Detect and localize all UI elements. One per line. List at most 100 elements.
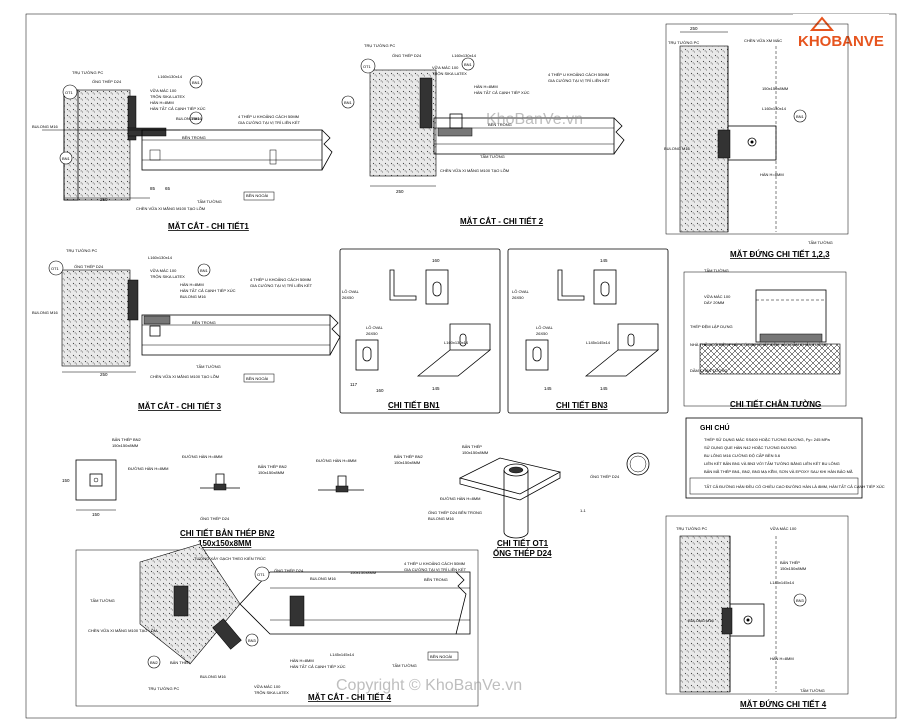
svg-text:250: 250 — [396, 189, 404, 194]
svg-text:ĐƯỜNG HÀN H=8MM: ĐƯỜNG HÀN H=8MM — [182, 454, 223, 459]
svg-text:BN1: BN1 — [192, 80, 201, 85]
svg-text:BU LÔNG M16 CƯỜNG ĐỘ CẤP BỀN 5: BU LÔNG M16 CƯỜNG ĐỘ CẤP BỀN 5.6 — [704, 453, 781, 458]
svg-text:BẢN THÉP: BẢN THÉP — [462, 444, 482, 449]
svg-text:BẢN THÉP: BẢN THÉP — [170, 660, 190, 665]
svg-text:26X50: 26X50 — [512, 295, 524, 300]
section-detail-3: OT1 BN1 TRỤ TƯỜNG PC ỐNG THÉP D24 L160x1… — [32, 248, 341, 411]
svg-text:BÊN NGOÀI: BÊN NGOÀI — [246, 376, 268, 381]
svg-text:MẶT CẮT - CHI TIẾT 2: MẶT CẮT - CHI TIẾT 2 — [460, 216, 544, 226]
wall-panel — [433, 117, 615, 155]
svg-text:CHÈN VỮA XI MĂNG M100 TẠO LÕM: CHÈN VỮA XI MĂNG M100 TẠO LÕM — [440, 168, 509, 173]
svg-text:BN3: BN3 — [248, 638, 257, 643]
svg-text:4 THÉP U KHOẢNG CÁCH 50MM: 4 THÉP U KHOẢNG CÁCH 50MM — [238, 114, 299, 119]
svg-text:26X50: 26X50 — [342, 295, 354, 300]
svg-text:65: 65 — [165, 186, 171, 191]
svg-text:HÀN TẤT CẢ CẠNH TIẾP XÚC: HÀN TẤT CẢ CẠNH TIẾP XÚC — [180, 288, 236, 293]
svg-text:ỐNG THÉP D24: ỐNG THÉP D24 — [392, 53, 422, 58]
svg-text:HÀN H=8MM: HÀN H=8MM — [760, 172, 784, 177]
svg-text:4 THÉP U KHOẢNG CÁCH 50MM: 4 THÉP U KHOẢNG CÁCH 50MM — [404, 561, 465, 566]
svg-text:GIA CƯỜNG TẠI VỊ TRÍ LIÊN KẾT: GIA CƯỜNG TẠI VỊ TRÍ LIÊN KẾT — [548, 78, 611, 83]
svg-text:CHI TIẾT OT1: CHI TIẾT OT1 — [497, 538, 549, 548]
svg-text:BN3: BN3 — [796, 598, 805, 603]
svg-text:GIA CƯỜNG TẠI VỊ TRÍ LIÊN KẾT: GIA CƯỜNG TẠI VỊ TRÍ LIÊN KẾT — [404, 567, 467, 572]
svg-text:OT1: OT1 — [51, 266, 60, 271]
svg-text:HÀN H=8MM: HÀN H=8MM — [150, 100, 174, 105]
section-detail-2: OT1 BN1 BN1 TRỤ TƯỜNG PC ỐNG THÉP D24 L1… — [341, 43, 625, 226]
svg-text:TRỘN SIKA LATEX: TRỘN SIKA LATEX — [432, 71, 467, 76]
svg-text:BẢN THÉP BN2: BẢN THÉP BN2 — [258, 464, 288, 469]
svg-text:BULONG M16: BULONG M16 — [32, 310, 59, 315]
svg-text:ĐƯỜNG HÀN H=8MM: ĐƯỜNG HÀN H=8MM — [316, 458, 357, 463]
svg-text:BULONG M16: BULONG M16 — [428, 516, 455, 521]
section-detail-4: OT1 BN2 BN3 TƯỜNG XÂY GẠCH THEO KIẾN TRÚ… — [75, 543, 479, 707]
svg-text:CHÈN VỮA XI MĂNG M100 TẠO LÕM: CHÈN VỮA XI MĂNG M100 TẠO LÕM — [136, 206, 205, 211]
svg-text:CHI TIẾT BẢN THÉP BN2: CHI TIẾT BẢN THÉP BN2 — [180, 528, 275, 538]
svg-text:85: 85 — [150, 186, 156, 191]
svg-text:150x150x8MM: 150x150x8MM — [394, 460, 420, 465]
svg-text:DẦM CHÂN TƯỜNG: DẦM CHÂN TƯỜNG — [690, 368, 728, 373]
svg-text:HÀN H=8MM: HÀN H=8MM — [290, 658, 314, 663]
svg-text:BÊN TRONG: BÊN TRONG — [424, 577, 448, 582]
svg-text:117: 117 — [350, 382, 358, 387]
svg-text:L160x130x14: L160x130x14 — [158, 74, 183, 79]
svg-text:250: 250 — [100, 197, 108, 202]
elevation-detail-4: TRỤ TƯỜNG PC VỮA MÁC 100 BẢN THÉP 150x15… — [665, 515, 849, 709]
svg-text:HÀN H=8MM: HÀN H=8MM — [474, 84, 498, 89]
svg-text:TẤM TƯỜNG: TẤM TƯỜNG — [808, 240, 833, 245]
svg-text:L160x130x14: L160x130x14 — [762, 106, 787, 111]
svg-text:CHÈN VỮA XM MÁC: CHÈN VỮA XM MÁC — [744, 38, 782, 43]
svg-text:BN1: BN1 — [796, 114, 805, 119]
svg-text:GHI CHÚ: GHI CHÚ — [700, 423, 730, 432]
svg-text:LỖ OVAL: LỖ OVAL — [512, 289, 530, 294]
svg-text:HÀN TẤT CẢ CẠNH TIẾP XÚC: HÀN TẤT CẢ CẠNH TIẾP XÚC — [150, 106, 206, 111]
svg-text:TẤM TƯỜNG: TẤM TƯỜNG — [800, 688, 825, 693]
svg-text:250: 250 — [100, 372, 108, 377]
section-detail-1: OT1 BN1 BN1 BN1 TRỤ TƯỜNG PC ỐNG THÉP D2… — [32, 70, 333, 231]
svg-text:ĐƯỜNG HÀN H=8MM: ĐƯỜNG HÀN H=8MM — [128, 466, 169, 471]
svg-text:VỮA MÁC 100: VỮA MÁC 100 — [150, 268, 177, 273]
svg-text:TRỘN SIKA LATEX: TRỘN SIKA LATEX — [150, 274, 185, 279]
corner-column — [139, 543, 241, 665]
svg-text:VỮA MÁC 100: VỮA MÁC 100 — [432, 65, 459, 70]
detail-wall-foot: TẤM TƯỜNG VỮA MÁC 100 DÀY 20MM THÉP ĐỆM … — [683, 268, 847, 409]
svg-text:BẢN THÉP BN2: BẢN THÉP BN2 — [394, 454, 424, 459]
svg-text:VỮA MÁC 100: VỮA MÁC 100 — [254, 684, 281, 689]
svg-text:150x150x8MM: 150x150x8MM — [198, 539, 252, 548]
svg-text:THÉP SỬ DỤNG MÁC SS400 HOẶC TƯ: THÉP SỬ DỤNG MÁC SS400 HOẶC TƯƠNG ĐƯƠNG,… — [704, 437, 831, 442]
svg-text:LỖ OVAL: LỖ OVAL — [342, 289, 360, 294]
svg-text:150x150x8MM: 150x150x8MM — [258, 470, 284, 475]
svg-text:26X50: 26X50 — [536, 331, 548, 336]
svg-text:HÀN TẤT CẢ CẠNH TIẾP XÚC: HÀN TẤT CẢ CẠNH TIẾP XÚC — [290, 664, 346, 669]
svg-text:VỮA MÁC 100: VỮA MÁC 100 — [704, 294, 731, 299]
svg-text:ỐNG THÉP D24 BÊN TRONG: ỐNG THÉP D24 BÊN TRONG — [428, 510, 482, 515]
detail-bn3: LỖ OVAL 26X50 LỖ OVAL 26X50 L145x145x14 … — [507, 248, 669, 414]
wall-foot-beam — [699, 343, 841, 375]
svg-text:145: 145 — [600, 258, 608, 263]
svg-text:BN1: BN1 — [62, 156, 71, 161]
svg-text:BẢN THÉP BN2: BẢN THÉP BN2 — [112, 437, 142, 442]
svg-text:250: 250 — [690, 26, 698, 31]
svg-text:4 THÉP U KHOẢNG CÁCH 50MM: 4 THÉP U KHOẢNG CÁCH 50MM — [548, 72, 609, 77]
svg-text:OT1: OT1 — [363, 64, 372, 69]
svg-text:CHI TIẾT BN1: CHI TIẾT BN1 — [388, 400, 440, 410]
sheet-border — [25, 13, 897, 719]
svg-text:4 THÉP U KHOẢNG CÁCH 50MM: 4 THÉP U KHOẢNG CÁCH 50MM — [250, 277, 311, 282]
svg-text:ỐNG THÉP D24: ỐNG THÉP D24 — [274, 568, 304, 573]
svg-text:MẶT CẮT - CHI TIẾT 4: MẶT CẮT - CHI TIẾT 4 — [308, 692, 392, 702]
elevation-detail-1-2-3: 250 TRỤ TƯỜNG PC CHÈN VỮA XM MÁC 150x150… — [664, 23, 849, 259]
notes-box: GHI CHÚ THÉP SỬ DỤNG MÁC SS400 HOẶC TƯƠN… — [685, 417, 885, 499]
svg-text:150x150x8MM: 150x150x8MM — [462, 450, 488, 455]
callout-bn1 — [189, 75, 203, 89]
svg-text:GIA CƯỜNG TẠI VỊ TRÍ LIÊN KẾT: GIA CƯỜNG TẠI VỊ TRÍ LIÊN KẾT — [250, 283, 313, 288]
svg-text:TRỤ TƯỜNG PC: TRỤ TƯỜNG PC — [364, 43, 395, 48]
svg-text:BULONG M16: BULONG M16 — [176, 116, 203, 121]
svg-text:TẤT CẢ ĐƯỜNG HÀN ĐỀU CÓ CHIỀU: TẤT CẢ ĐƯỜNG HÀN ĐỀU CÓ CHIỀU CAO ĐƯỜNG … — [704, 484, 885, 489]
svg-text:BN1: BN1 — [192, 116, 201, 121]
wall-panel — [141, 129, 323, 171]
svg-text:BÊN NGOÀI: BÊN NGOÀI — [246, 193, 268, 198]
svg-text:TRỤ TƯỜNG PC: TRỤ TƯỜNG PC — [66, 248, 97, 253]
svg-text:BN1: BN1 — [464, 62, 473, 67]
svg-text:HÀN TẤT CẢ CẠNH TIẾP XÚC: HÀN TẤT CẢ CẠNH TIẾP XÚC — [474, 90, 530, 95]
svg-text:L160x130x14: L160x130x14 — [148, 255, 173, 260]
